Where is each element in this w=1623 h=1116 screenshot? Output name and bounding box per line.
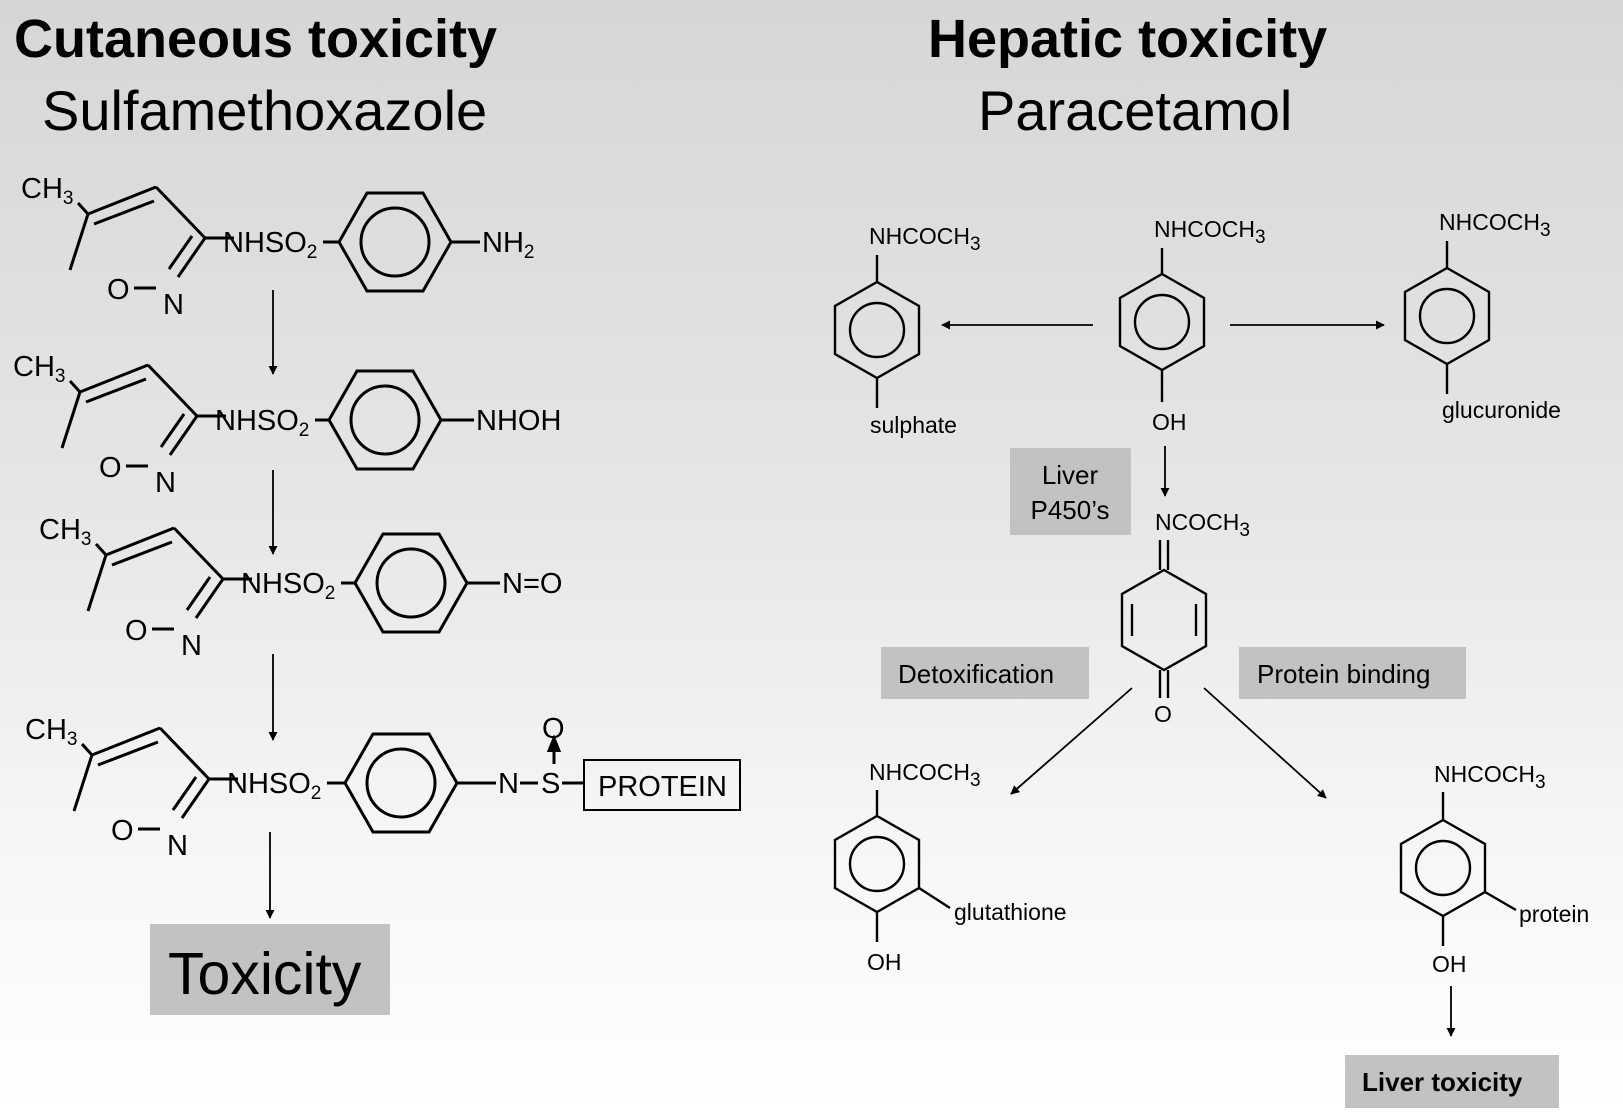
protein-adduct: NHSO2 N S O PROTEIN [23, 712, 741, 864]
sulfonamide-label: NHSO [215, 405, 299, 437]
sulfonamide-label: NHSO [227, 768, 311, 800]
p450-label: P450’s [1030, 495, 1109, 525]
oxo-label: O [1154, 701, 1172, 727]
protein-binding-box [1239, 647, 1466, 699]
protein-label: PROTEIN [598, 771, 727, 803]
sulfamethoxazole-molecule: NHSO2 NH2 [19, 171, 534, 323]
svg-text:NH2: NH2 [482, 227, 534, 263]
adduct-oxygen-label: O [542, 713, 565, 745]
svg-text:NCOCH3: NCOCH3 [1155, 509, 1250, 541]
glutathione-label: glutathione [954, 899, 1067, 925]
svg-text:NHCOCH3: NHCOCH3 [1439, 209, 1551, 241]
paracetamol-molecule: NHCOCH3 OH [1118, 216, 1266, 435]
liver-toxicity-box [1345, 1055, 1559, 1108]
arrow-to-glutathione [1010, 687, 1133, 795]
svg-text:NHCOCH3: NHCOCH3 [869, 223, 981, 255]
svg-text:NHSO2: NHSO2 [223, 227, 317, 263]
right-subtitle: Paracetamol [978, 79, 1293, 142]
napqi-molecule: NCOCH3 O [1120, 509, 1250, 727]
hydroxylamine-metabolite: NHSO2 NHOH [11, 349, 561, 501]
sulfonamide-label: NHSO [241, 568, 325, 600]
sulfonamide-label: NHSO [223, 227, 307, 259]
sulphate-label: sulphate [870, 412, 957, 438]
hydroxyl-label: OH [867, 949, 902, 975]
svg-text:NHCOCH3: NHCOCH3 [1434, 761, 1546, 793]
svg-text:NHSO2: NHSO2 [241, 568, 335, 604]
acetamide-label: NHCOCH [1434, 761, 1535, 787]
protein-adduct-conjugate: NHCOCH3 protein OH [1399, 761, 1589, 977]
liver-toxicity-label: Liver toxicity [1362, 1067, 1523, 1097]
protein-binding-label: Protein binding [1257, 659, 1430, 689]
adduct-nitrogen-label: N [498, 768, 519, 800]
right-title: Hepatic toxicity [928, 9, 1328, 69]
hydroxyl-label: OH [1432, 951, 1467, 977]
glucuronide-label: glucuronide [1442, 397, 1561, 423]
detoxification-label: Detoxification [898, 659, 1054, 689]
hydroxylamine-label: NHOH [476, 405, 561, 437]
sulphate-conjugate: NHCOCH3 sulphate [833, 223, 981, 438]
left-title: Cutaneous toxicity [14, 9, 498, 69]
detoxification-box [881, 647, 1089, 699]
imine-label: NCOCH [1155, 509, 1239, 535]
nitroso-metabolite: NHSO2 N=O [37, 512, 562, 664]
svg-text:NHCOCH3: NHCOCH3 [1154, 216, 1266, 248]
nitroso-label: N=O [502, 568, 562, 600]
toxicity-label: Toxicity [168, 941, 362, 1007]
liver-label: Liver [1042, 460, 1099, 490]
acetamide-label: NHCOCH [1154, 216, 1255, 242]
arrow-to-protein-adduct [1203, 687, 1327, 799]
acetamide-label: NHCOCH [869, 759, 970, 785]
protein-box [583, 759, 741, 811]
acetamide-label: NHCOCH [869, 223, 970, 249]
liver-p450-box [1010, 448, 1131, 535]
toxicity-box [150, 924, 390, 1015]
protein-conjugate-label: protein [1519, 901, 1589, 927]
svg-text:NHSO2: NHSO2 [227, 768, 321, 804]
svg-text:NHSO2: NHSO2 [215, 405, 309, 441]
glutathione-conjugate: NHCOCH3 glutathione OH [833, 759, 1067, 975]
adduct-sulfur-label: S [541, 768, 560, 800]
amine-label: NH [482, 227, 524, 259]
glucuronide-conjugate: NHCOCH3 glucuronide [1403, 209, 1561, 423]
hydroxyl-label: OH [1152, 409, 1187, 435]
acetamide-label: NHCOCH [1439, 209, 1540, 235]
left-subtitle: Sulfamethoxazole [42, 79, 488, 142]
svg-text:NHCOCH3: NHCOCH3 [869, 759, 981, 791]
